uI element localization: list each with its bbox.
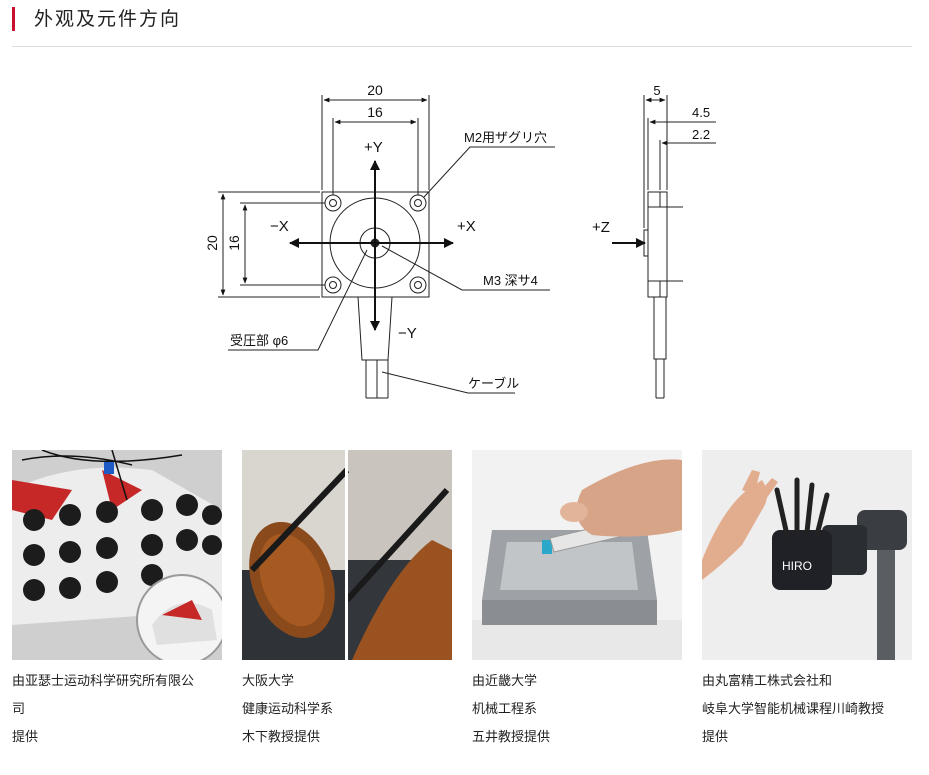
caption-photo-1: 由亚瑟士运动科学研究所有限公 司 提供 xyxy=(12,668,227,752)
caption-line: 提供 xyxy=(12,730,39,745)
dim-width-inner: 16 xyxy=(367,104,383,120)
caption-photo-4: 由丸富精工株式会社和 岐阜大学智能机械课程川崎教授 提供 xyxy=(702,668,917,752)
page-title: 外观及元件方向 xyxy=(34,8,182,30)
caption-line: 由丸富精工株式会社和 xyxy=(702,674,833,689)
caption-line: 机械工程系 xyxy=(472,702,538,717)
dim-width-outer: 20 xyxy=(367,82,383,98)
dim-side-b: 2.2 xyxy=(692,127,710,142)
axis-minus-x: −X xyxy=(270,218,289,235)
axis-plus-z: +Z xyxy=(592,219,610,236)
caption-line: 五井教授提供 xyxy=(472,730,551,745)
header-divider xyxy=(12,46,912,47)
caption-line: 由亚瑟士运动科学研究所有限公 xyxy=(12,674,195,689)
label-thread: M3 深サ4 xyxy=(483,273,538,288)
axis-plus-y: +Y xyxy=(364,139,383,156)
dim-height-inner: 16 xyxy=(226,235,242,251)
photo-metal-block xyxy=(472,450,682,660)
axis-plus-x: +X xyxy=(457,218,476,235)
photo-shoe-sensors xyxy=(12,450,222,660)
caption-line: 健康运动科学系 xyxy=(242,702,334,717)
caption-line: 木下教授提供 xyxy=(242,730,321,745)
photo-robot-hand: HIRO xyxy=(702,450,912,660)
photo-violin xyxy=(242,450,452,660)
caption-line: 由近畿大学 xyxy=(472,674,538,689)
svg-text:HIRO: HIRO xyxy=(782,559,812,573)
section-header: 外观及元件方向 xyxy=(12,6,912,32)
label-counterbore: M2用ザグリ穴 xyxy=(464,130,547,145)
label-cable: ケーブル xyxy=(468,376,519,391)
axis-minus-y: −Y xyxy=(398,325,417,342)
caption-photo-2: 大阪大学 健康运动科学系 木下教授提供 xyxy=(242,668,457,752)
caption-line: 大阪大学 xyxy=(242,674,295,689)
dim-height-outer: 20 xyxy=(204,235,220,251)
caption-line: 司 xyxy=(12,702,26,717)
dim-side-total: 5 xyxy=(653,83,660,98)
caption-line: 提供 xyxy=(702,730,729,745)
dimension-drawing: 20 16 20 16 +Y −Y +X −X +Z M2用ザグリ穴 M3 深サ… xyxy=(204,82,716,399)
label-pressure: 受圧部 φ6 xyxy=(230,333,288,348)
caption-photo-3: 由近畿大学 机械工程系 五井教授提供 xyxy=(472,668,687,752)
caption-line: 岐阜大学智能机械课程川崎教授 xyxy=(702,702,885,717)
header-accent-bar xyxy=(12,7,15,31)
dim-side-a: 4.5 xyxy=(692,105,710,120)
